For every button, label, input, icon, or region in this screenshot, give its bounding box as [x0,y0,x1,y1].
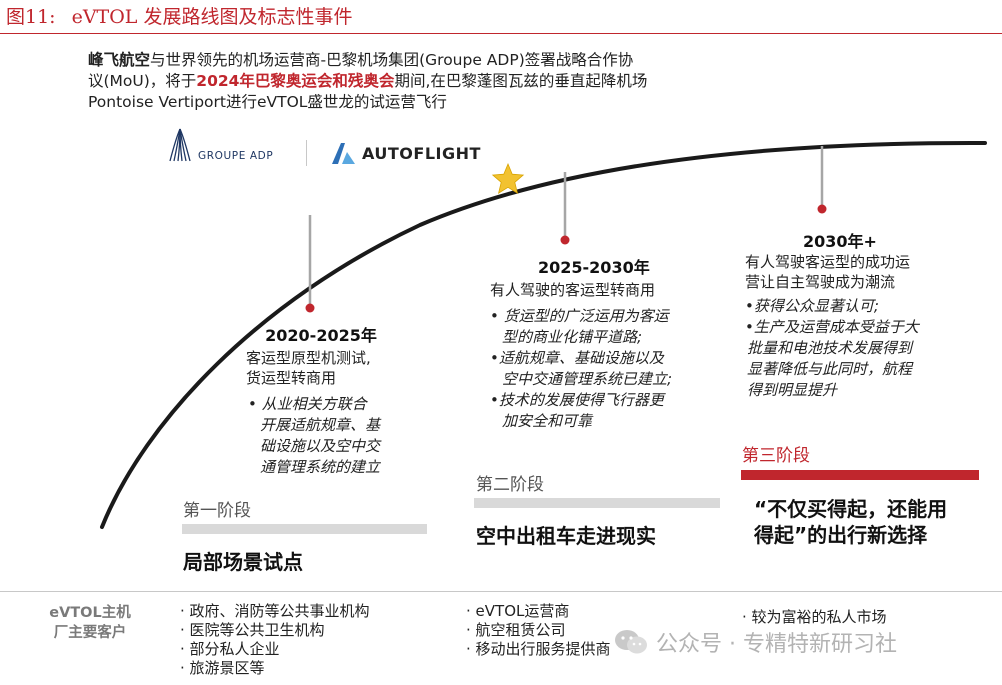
customer-item: · 政府、消防等公共事业机构 [180,602,370,620]
stage-headline-2: 空中出租车走进现实 [476,524,656,548]
customers-label: eVTOL主机 厂主要客户 [40,603,140,643]
customers-group-3: · 较为富裕的私人市场 [742,608,887,627]
stage-label-1: 第一阶段 [183,501,251,521]
customer-item: · 较为富裕的私人市场 [742,608,887,626]
figure-title: 图11: eVTOL 发展路线图及标志性事件 [6,2,352,29]
phase-desc-line: 有人驾驶客运型的成功运 [745,253,911,271]
customers-group-1: · 政府、消防等公共事业机构 · 医院等公共卫生机构 · 部分私人企业 · 旅游… [180,602,370,678]
customers-divider [0,591,1002,592]
customers-label-line: 厂主要客户 [53,625,127,641]
logo-separator [306,140,307,166]
groupe-adp-logo: GROUPE ADP [168,128,273,162]
stage-label-3: 第三阶段 [742,446,810,466]
autoflight-logo: AUTOFLIGHT [330,141,481,165]
intro-part1: 与世界领先的机场运营商-巴黎机场集团(Groupe ADP)签署战略合作协议(M… [88,51,634,90]
phase-bullet-line: 空中交通管理系统已建立; [502,370,673,388]
phase-bullet-line: •获得公众显著认可; [745,297,879,315]
customer-item: · 航空租赁公司 [466,621,566,639]
stage-headline-line: “不仅买得起，还能用 [754,497,948,521]
milestone-dot-2025 [560,235,570,245]
intro-highlight: 2024年巴黎奥运会和残奥会 [196,72,395,90]
milestone-dot-2030 [817,204,827,214]
phase-bullet-line: 批量和电池技术发展得到 [747,339,913,357]
watermark-text: 公众号 · 专精特新研习社 [656,632,897,657]
phase-bullet-line: •生产及运营成本受益于大 [745,318,919,336]
phase-bullet-line: 础设施以及空中交 [260,437,381,455]
title-rule [0,33,1002,34]
phase-2025-block: 2025-2030年 有人驾驶的客运型转商用 • 货运型的广泛运用为客运 型的商… [490,254,710,432]
phase-title: 2030年+ [803,232,877,251]
phase-bullets: • 从业相关方联合 开展适航规章、基 础设施以及空中交 通管理系统的建立 [248,394,406,477]
phase-bullet-line: 得到明显提升 [747,381,838,399]
autoflight-logo-text: AUTOFLIGHT [362,143,481,163]
phase-bullet-line: 开展适航规章、基 [260,416,381,434]
wechat-icon [615,630,647,654]
customer-item: · eVTOL运营商 [466,602,570,620]
phase-desc: 客运型原型机测试, 货运型转商用 [246,348,406,388]
intro-paragraph: 峰飞航空与世界领先的机场运营商-巴黎机场集团(Groupe ADP)签署战略合作… [88,50,648,113]
stage-bar-1 [182,524,427,534]
customers-label-line: eVTOL主机 [49,605,131,621]
roadmap-curve [100,140,987,529]
phase-desc-line: 客运型原型机测试, [246,349,371,367]
phase-bullets: • 货运型的广泛运用为客运 型的商业化铺平道路; •适航规章、基础设施以及 空中… [490,306,710,431]
figure-number: 图11: [6,6,56,28]
phase-desc-line: 营让自主驾驶成为潮流 [745,273,896,291]
stage-bar-2 [474,498,720,508]
customer-item: · 旅游景区等 [180,659,265,677]
phase-bullet-line: 通管理系统的建立 [260,458,381,476]
phase-bullet-line: • 货运型的广泛运用为客运 [490,307,669,325]
adp-mark-icon [169,128,191,162]
phase-bullet-line: • 从业相关方联合 [248,395,367,413]
phase-desc-line: 有人驾驶的客运型转商用 [490,281,656,299]
watermark: 公众号 · 专精特新研习社 [614,626,897,658]
phase-2030-block: 2030年+ 有人驾驶客运型的成功运 营让自主驾驶成为潮流 •获得公众显著认可;… [745,228,965,401]
customer-item: · 移动出行服务提供商 [466,640,611,658]
intro-lead: 峰飞航空 [88,51,151,69]
phase-bullet-line: •技术的发展使得飞行器更 [490,391,664,409]
phase-2020-block: 2020-2025年 客运型原型机测试, 货运型转商用 • 从业相关方联合 开展… [236,322,406,478]
stage-headline-line: 得起”的出行新选择 [754,523,928,547]
phase-title: 2020-2025年 [265,326,377,345]
phase-bullet-line: 加安全和可靠 [502,412,593,430]
customer-item: · 部分私人企业 [180,640,280,658]
phase-bullets: •获得公众显著认可; •生产及运营成本受益于大 批量和电池技术发展得到 显著降低… [745,296,965,400]
phase-bullet-line: 显著降低与此同时，航程 [747,360,913,378]
phase-bullet-line: •适航规章、基础设施以及 [490,349,664,367]
stage-headline-1: 局部场景试点 [183,550,303,574]
phase-title: 2025-2030年 [538,258,650,277]
adp-logo-text: GROUPE ADP [198,150,274,162]
milestone-dot-2020 [305,303,315,313]
phase-bullet-line: 型的商业化铺平道路; [502,328,643,346]
olympics-star-icon [491,162,525,194]
stage-headline-3: “不仅买得起，还能用 得起”的出行新选择 [754,496,947,548]
stage-bar-3 [741,470,979,480]
customer-item: · 医院等公共卫生机构 [180,621,325,639]
autoflight-mark-icon [332,143,355,164]
figure-title-text: eVTOL 发展路线图及标志性事件 [71,6,353,28]
intro-part2: 期间,在巴黎蓬图瓦兹的垂直起降机场 Pontoise Vertiport进行eV… [88,72,648,111]
phase-desc-line: 货运型转商用 [246,369,337,387]
phase-desc: 有人驾驶客运型的成功运 营让自主驾驶成为潮流 [745,252,965,292]
phase-desc: 有人驾驶的客运型转商用 [490,280,710,300]
customers-group-2: · eVTOL运营商 · 航空租赁公司 · 移动出行服务提供商 [466,602,611,659]
stage-label-2: 第二阶段 [476,475,544,495]
